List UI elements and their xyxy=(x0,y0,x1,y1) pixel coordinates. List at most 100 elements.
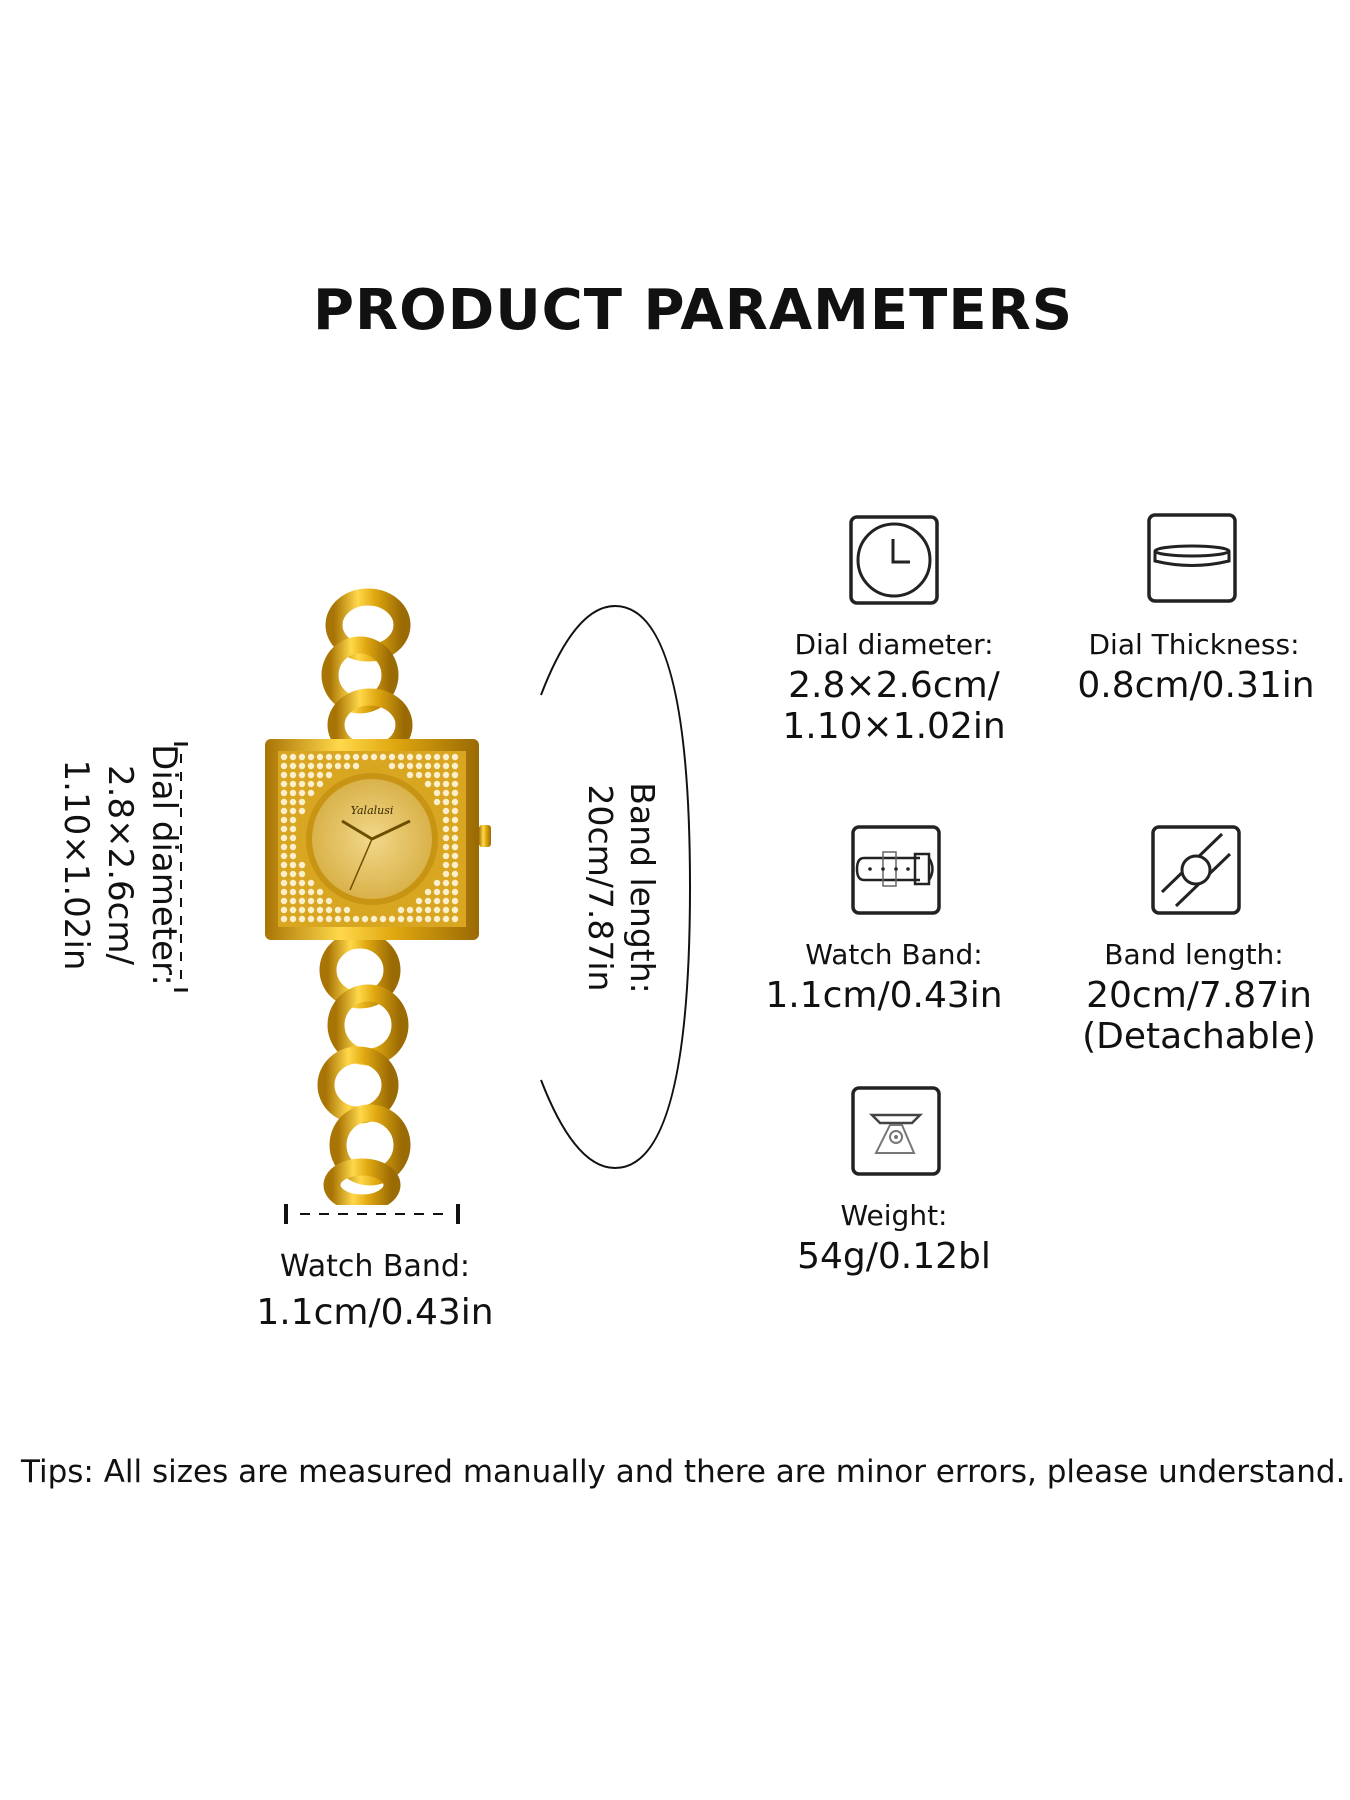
rhinestone xyxy=(280,870,288,878)
rhinestone xyxy=(406,753,414,761)
rhinestone xyxy=(307,897,315,905)
rhinestone xyxy=(451,888,459,896)
rhinestone xyxy=(325,771,333,779)
rhinestone xyxy=(289,897,297,905)
rhinestone xyxy=(442,762,450,770)
rhinestone xyxy=(451,816,459,824)
rhinestone xyxy=(307,888,315,896)
rhinestone xyxy=(361,753,369,761)
rhinestone xyxy=(451,753,459,761)
param-dial-diameter: Dial diameter: 2.8×2.6cm/ 1.10×1.02in xyxy=(734,514,1054,747)
param-value: 1.10×1.02in xyxy=(782,706,1006,747)
rhinestone xyxy=(280,834,288,842)
rhinestone xyxy=(307,753,315,761)
rhinestone xyxy=(442,834,450,842)
rhinestone xyxy=(280,762,288,770)
rhinestone xyxy=(442,816,450,824)
rhinestone xyxy=(316,753,324,761)
rhinestone xyxy=(298,870,306,878)
rhinestone xyxy=(280,906,288,914)
rhinestone xyxy=(289,834,297,842)
rhinestone xyxy=(388,762,396,770)
rhinestone xyxy=(433,789,441,797)
rhinestone xyxy=(451,807,459,815)
rhinestone xyxy=(442,870,450,878)
rhinestone xyxy=(280,798,288,806)
rhinestone xyxy=(280,780,288,788)
rhinestone xyxy=(280,816,288,824)
band-length-arc xyxy=(540,604,692,1170)
rhinestone xyxy=(325,906,333,914)
rhinestone xyxy=(289,825,297,833)
rhinestone xyxy=(451,780,459,788)
band-width-label: Watch Band: xyxy=(279,1249,471,1284)
rhinestone xyxy=(316,915,324,923)
rhinestone xyxy=(352,915,360,923)
param-value: 20cm/7.87in xyxy=(1086,975,1312,1016)
rhinestone xyxy=(361,915,369,923)
rhinestone xyxy=(316,771,324,779)
rhinestone xyxy=(442,753,450,761)
rhinestone xyxy=(415,771,423,779)
rhinestone xyxy=(379,753,387,761)
rhinestone xyxy=(433,780,441,788)
rhinestone xyxy=(280,888,288,896)
param-value: 54g/0.12bl xyxy=(797,1236,991,1277)
rhinestone xyxy=(424,762,432,770)
rhinestone xyxy=(406,906,414,914)
band-length-icon xyxy=(1151,825,1241,915)
rhinestone xyxy=(433,897,441,905)
rhinestone xyxy=(316,888,324,896)
rhinestone xyxy=(451,789,459,797)
band-width-value: 1.1cm/0.43in xyxy=(256,1292,494,1333)
param-label: Watch Band: xyxy=(805,938,983,971)
rhinestone xyxy=(298,906,306,914)
rhinestone xyxy=(343,753,351,761)
rhinestone xyxy=(307,762,315,770)
rhinestone xyxy=(442,915,450,923)
rhinestone xyxy=(280,897,288,905)
rhinestone xyxy=(415,753,423,761)
rhinestone xyxy=(406,762,414,770)
rhinestone xyxy=(298,807,306,815)
rhinestone xyxy=(442,906,450,914)
rhinestone xyxy=(451,915,459,923)
rhinestone xyxy=(280,852,288,860)
rhinestone xyxy=(325,762,333,770)
rhinestone xyxy=(415,906,423,914)
rhinestone xyxy=(289,762,297,770)
rhinestone xyxy=(289,780,297,788)
watch-image: Yalalusi xyxy=(265,588,491,1205)
rhinestone xyxy=(316,762,324,770)
chain-band-bottom xyxy=(317,931,411,1205)
rhinestone xyxy=(298,780,306,788)
rhinestone xyxy=(451,843,459,851)
rhinestone xyxy=(397,753,405,761)
rhinestone xyxy=(352,753,360,761)
rhinestone xyxy=(289,789,297,797)
param-value: 2.8×2.6cm/ xyxy=(788,665,1000,706)
rhinestone xyxy=(442,879,450,887)
rhinestone xyxy=(334,915,342,923)
param-watch-band: Watch Band: 1.1cm/0.43in xyxy=(734,824,1054,1016)
rhinestone xyxy=(298,789,306,797)
rhinestone xyxy=(298,798,306,806)
rhinestone xyxy=(433,879,441,887)
param-dial-thickness: Dial Thickness: 0.8cm/0.31in xyxy=(1034,512,1350,706)
rhinestone xyxy=(289,843,297,851)
param-label: Weight: xyxy=(840,1199,948,1232)
rhinestone xyxy=(289,798,297,806)
rhinestone xyxy=(442,852,450,860)
rhinestone xyxy=(325,915,333,923)
rhinestone xyxy=(424,897,432,905)
rhinestone xyxy=(298,915,306,923)
rhinestone xyxy=(442,843,450,851)
rhinestone xyxy=(424,915,432,923)
rhinestone xyxy=(442,897,450,905)
rhinestone xyxy=(415,762,423,770)
rhinestone xyxy=(451,861,459,869)
rhinestone xyxy=(433,762,441,770)
rhinestone xyxy=(280,915,288,923)
rhinestone xyxy=(370,753,378,761)
crown xyxy=(479,825,491,847)
